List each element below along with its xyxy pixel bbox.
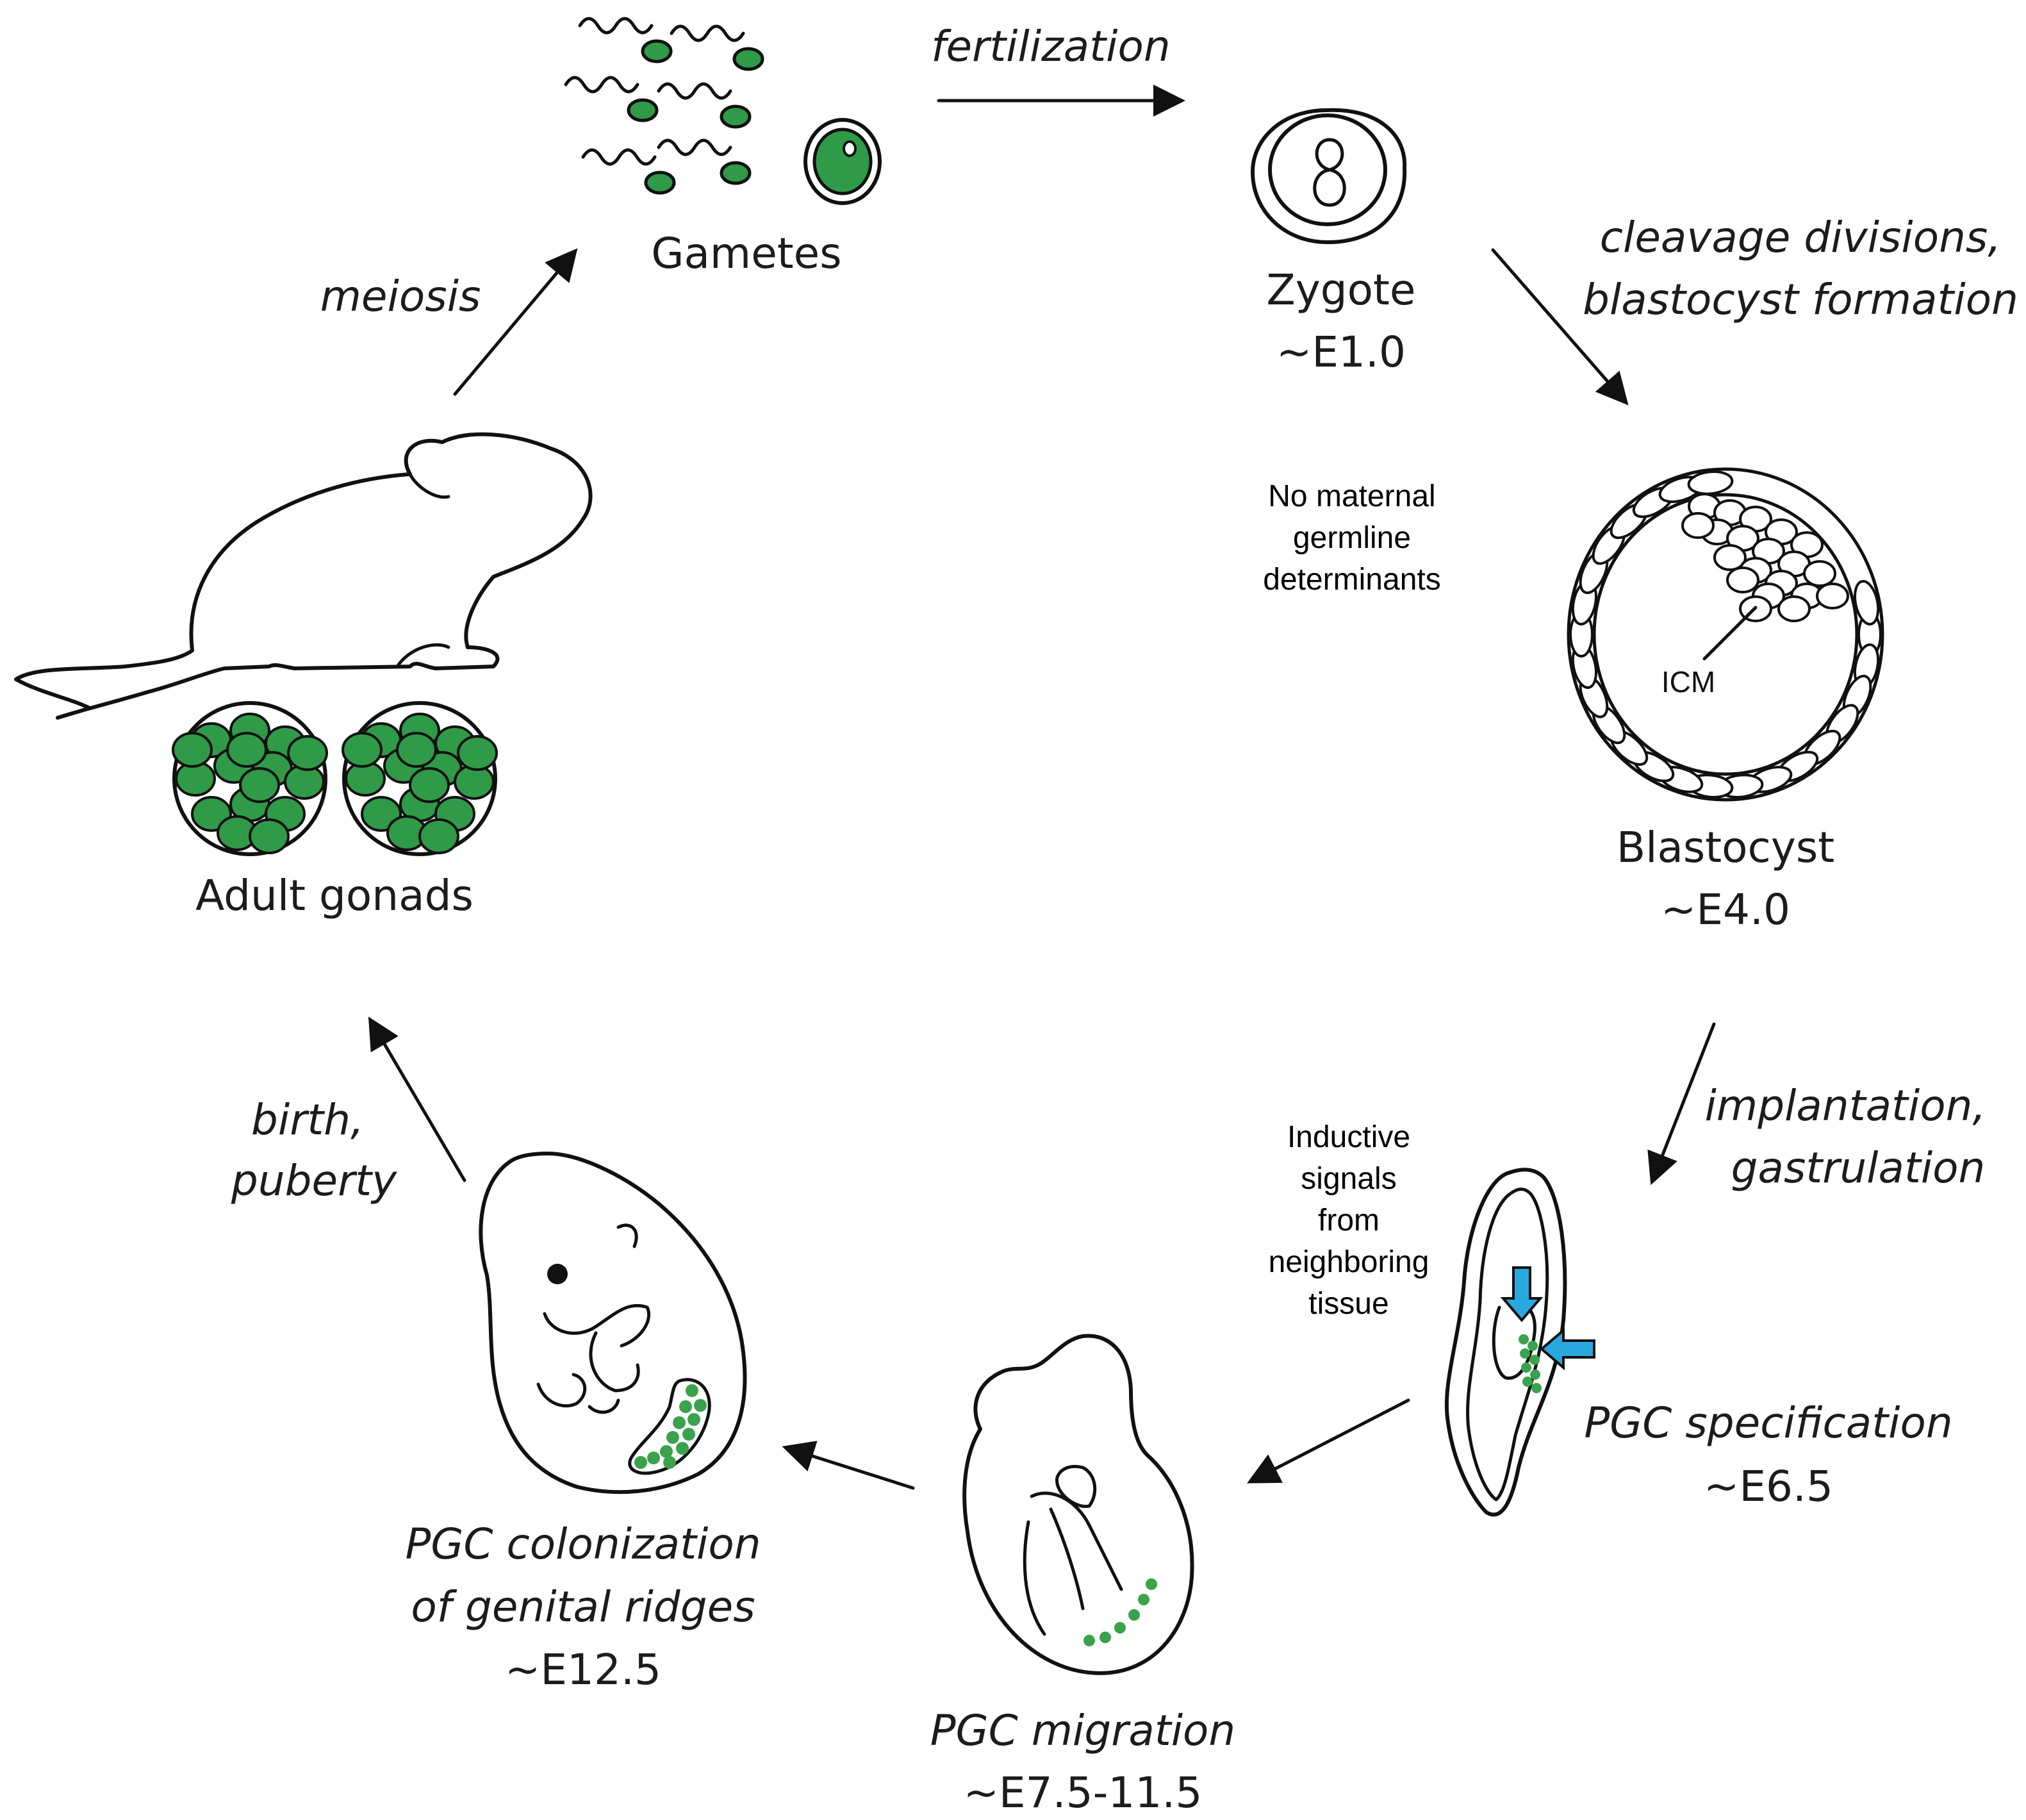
germ-cell <box>172 732 213 768</box>
signal-arrow-down-icon <box>1500 1266 1544 1323</box>
blastocyst-time: ~E4.0 <box>1661 885 1790 934</box>
no-maternal-note-line1: No maternal <box>1268 479 1435 513</box>
colonizing-embryo-illustration <box>479 1152 747 1494</box>
pgc-dot <box>1099 1632 1111 1643</box>
meiosis-arrow <box>453 248 578 396</box>
implantation-arrow <box>1647 1022 1716 1186</box>
pgc-dot <box>1528 1341 1538 1351</box>
migration-to-colonization-arrow <box>782 1441 915 1490</box>
blastocyst-label: Blastocyst <box>1617 823 1834 872</box>
no-maternal-note-line3: determinants <box>1263 563 1440 597</box>
pgc-dot <box>1083 1635 1095 1646</box>
meiosis-label: meiosis <box>320 272 481 321</box>
icm-cell <box>1803 560 1836 587</box>
adult-gonads-label: Adult gonads <box>195 871 474 920</box>
inductive-note-line3: from <box>1318 1204 1379 1237</box>
gametes-label: Gametes <box>651 229 841 278</box>
pgc-dot <box>694 1399 707 1412</box>
pgc-dot <box>1531 1383 1542 1393</box>
inductive-note-line4: neighboring <box>1269 1245 1429 1279</box>
pgc-dot <box>676 1442 689 1455</box>
no-maternal-note-line2: germline <box>1293 521 1411 555</box>
gonad-right-illustration <box>342 701 498 856</box>
pgc-dot <box>663 1456 676 1469</box>
germ-cell <box>287 735 328 771</box>
pgc-colonization-time: ~E12.5 <box>505 1645 661 1694</box>
blastocyst-illustration <box>1567 467 1884 802</box>
germ-cell <box>226 732 267 768</box>
pgc-dot <box>1530 1369 1540 1380</box>
germ-cell <box>457 735 498 771</box>
adult-mouse-illustration <box>14 432 593 720</box>
sperm-group <box>564 17 764 195</box>
cleavage-label-line1: cleavage divisions, <box>1600 213 2002 262</box>
gametes-illustration <box>564 17 882 205</box>
birth-label-line2: puberty <box>231 1156 397 1205</box>
icm-cell <box>1777 595 1811 622</box>
pgc-specification-time: ~E6.5 <box>1704 1462 1833 1511</box>
cleavage-arrow <box>1491 248 1629 406</box>
egg-cell <box>803 118 882 205</box>
germ-cell <box>239 767 280 803</box>
germ-cell <box>418 818 459 854</box>
pgc-dot <box>634 1456 647 1469</box>
birth-label-line1: birth, <box>251 1095 364 1145</box>
pgc-dot <box>1519 1334 1529 1344</box>
inductive-note-line1: Inductive <box>1287 1120 1410 1154</box>
colonizing-pgcs <box>634 1384 707 1469</box>
spec-to-migration-arrow <box>1247 1398 1410 1484</box>
pgc-dot <box>673 1416 686 1429</box>
pgc-dot <box>682 1428 695 1441</box>
icm-pointer-line <box>1702 606 1758 661</box>
pgc-dot <box>1138 1594 1149 1605</box>
zygote-time: ~E1.0 <box>1276 327 1406 377</box>
egg-cylinder-illustration <box>1444 1168 1595 1517</box>
birth-arrow <box>368 1016 466 1182</box>
germ-cell <box>396 732 437 768</box>
implantation-label-line1: implantation, <box>1705 1081 1986 1130</box>
cleavage-label-line2: blastocyst formation <box>1583 275 2018 324</box>
germ-cell <box>342 732 383 768</box>
signal-arrow-left-icon <box>1539 1327 1595 1371</box>
pgc-migration-label: PGC migration <box>930 1706 1236 1755</box>
germ-cell <box>249 818 290 854</box>
trophectoderm-cell <box>1687 470 1734 495</box>
pgc-dot <box>679 1400 692 1413</box>
pgc-dot <box>1128 1609 1140 1621</box>
migrating-pgcs <box>1083 1578 1157 1646</box>
icm-cell <box>1816 583 1849 609</box>
pgc-dot <box>666 1431 679 1444</box>
migrating-embryo-illustration <box>962 1334 1194 1675</box>
trophectoderm-cell <box>1854 580 1880 625</box>
pgc-dot <box>1529 1355 1540 1365</box>
pgc-dot <box>1114 1622 1126 1634</box>
pgc-dot <box>1146 1578 1157 1590</box>
icm-cell <box>1713 544 1747 571</box>
inductive-note-line2: signals <box>1301 1162 1396 1196</box>
gonad-left-illustration <box>172 701 328 856</box>
zygote-label: Zygote <box>1266 265 1415 315</box>
pgc-colonization-label-line1: PGC colonization <box>405 1519 761 1569</box>
fertilization-label: fertilization <box>931 22 1170 71</box>
icm-label: ICM <box>1661 665 1715 699</box>
pgc-dot <box>647 1452 660 1464</box>
pgc-dot <box>1522 1377 1533 1387</box>
pgc-migration-time: ~E7.5-11.5 <box>964 1768 1203 1817</box>
pgc-dot <box>1520 1348 1530 1359</box>
implantation-label-line2: gastrulation <box>1731 1143 1986 1193</box>
germ-cell <box>409 767 450 803</box>
pgc-specification-label: PGC specification <box>1584 1398 1952 1448</box>
pgc-cluster <box>1519 1334 1542 1393</box>
pgc-dot <box>1521 1362 1531 1373</box>
icm-cell <box>1726 567 1759 593</box>
inductive-note-line5: tissue <box>1308 1287 1388 1321</box>
pgc-dot <box>688 1413 700 1426</box>
pgc-colonization-label-line2: of genital ridges <box>411 1582 755 1632</box>
icm-cell <box>1681 512 1715 539</box>
zygote-illustration <box>1251 108 1407 244</box>
inner-cell-mass <box>1681 493 1849 622</box>
pgc-dot <box>686 1384 698 1397</box>
pgc-dot <box>660 1445 673 1458</box>
